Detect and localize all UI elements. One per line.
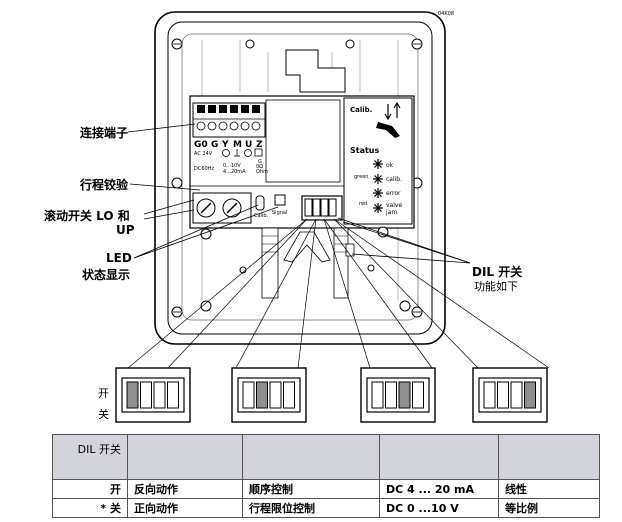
table-cell: DC 0 ...10 V (379, 498, 499, 518)
dil-switch-slot-active (126, 381, 139, 409)
status-valve: valve (386, 202, 402, 209)
table-header-cell (127, 434, 243, 480)
status-led-icon (373, 159, 383, 213)
status-calib: calib. (386, 176, 402, 183)
signal-text: 0...10V (223, 163, 241, 169)
table-header-cell: DIL 开关 (52, 434, 128, 480)
dil-function-table: DIL 开关 开 反向动作 顺序控制 DC 4 ... 20 mA 线性 * 关… (52, 434, 600, 518)
terminal-label: G0 (194, 140, 208, 150)
switch-side-label-bottom: 关 (98, 408, 109, 421)
supply-text: AC 24V (194, 151, 213, 157)
table-cell: 正向动作 (127, 498, 243, 518)
board-window (265, 99, 341, 183)
table-cell: 线性 (498, 479, 600, 499)
table-cell: 反向动作 (127, 479, 243, 499)
supply-text: DC60Hz (194, 166, 214, 172)
callout-dil-sub: 功能如下 (474, 280, 518, 293)
switch-side-label-top: 开 (98, 387, 109, 400)
terminal-label: Z (256, 140, 263, 150)
table-header-row: DIL 开关 (52, 434, 600, 480)
table-cell-state: * 关 (52, 498, 128, 518)
terminal-label: U (245, 140, 252, 150)
mount-bracket (285, 49, 346, 93)
table-cell: 行程限位控制 (242, 498, 380, 518)
callout-rolling-switch-line2: UP (116, 223, 135, 237)
dil-switch-slot (371, 381, 384, 409)
signal-button-label: Signal (272, 210, 287, 216)
g-text: 0Ω (256, 164, 263, 170)
dil-switch-slot (510, 381, 523, 409)
table-cell: 顺序控制 (242, 479, 380, 499)
dil-switch-slot (385, 381, 397, 409)
callout-led-line2: 状态显示 (82, 268, 131, 282)
table-row: 开 反向动作 顺序控制 DC 4 ... 20 mA 线性 (52, 479, 600, 499)
table-header-cell (379, 434, 499, 480)
status-title: Status (350, 146, 380, 155)
calib-button-label: Calib. (254, 213, 269, 219)
terminal-label: Y (221, 140, 229, 150)
ground-symbol-icon (222, 148, 263, 157)
dil-switch-slot (269, 381, 282, 409)
led-indicator (274, 194, 286, 206)
dil-switch-slot (140, 381, 152, 409)
status-ok: ok (386, 162, 394, 169)
dil-switch-slot (483, 381, 496, 409)
drive-mechanism (261, 227, 355, 299)
dil-switch-slot (412, 381, 424, 409)
housing-inner-2 (181, 33, 419, 321)
dil-switch-slot (153, 381, 166, 409)
calib-button (255, 195, 265, 211)
callout-terminals: 连接端子 (80, 126, 129, 140)
callout-dil-title: DIL 开关 (472, 265, 523, 279)
status-jam: jam (385, 209, 397, 216)
status-green-label: green (354, 174, 368, 180)
dil-switch-slot (242, 381, 255, 409)
table-header-cell (242, 434, 380, 480)
hand-press-icon (376, 122, 400, 138)
status-calib-title: Calib. (350, 106, 372, 114)
dil-switch-slot-active (524, 381, 536, 409)
figure-code: 04K08 (438, 11, 454, 17)
g-text: Ohm (256, 169, 268, 175)
table-cell-state: 开 (52, 479, 128, 499)
signal-text: 4...20mA (223, 169, 246, 175)
dil-switch-diagrams (115, 367, 548, 423)
terminal-label: M (233, 140, 242, 150)
callout-rolling-switch-line1: 滚动开关 LO 和 (44, 209, 130, 223)
status-error: error (386, 190, 401, 197)
g-text: G (258, 159, 262, 165)
terminal-label: G (211, 140, 218, 150)
dil-switch-slot-active (398, 381, 411, 409)
calib-arrow-icon (384, 101, 401, 121)
callout-stroke-calibration: 行程铰验 (80, 178, 129, 192)
dil-switch-slot (497, 381, 509, 409)
table-row: * 关 正向动作 行程限位控制 DC 0 ...10 V 等比例 (52, 498, 600, 518)
status-red-label: red (359, 201, 367, 207)
terminal-screw-icon (197, 105, 260, 113)
dil-switch-slot (167, 381, 179, 409)
dil-switch-slot-active (256, 381, 268, 409)
table-cell: DC 4 ... 20 mA (379, 479, 499, 499)
table-header-cell (498, 434, 600, 480)
table-cell: 等比例 (498, 498, 600, 518)
dil-switch-slot (283, 381, 295, 409)
callout-led-line1: LED (106, 251, 132, 265)
